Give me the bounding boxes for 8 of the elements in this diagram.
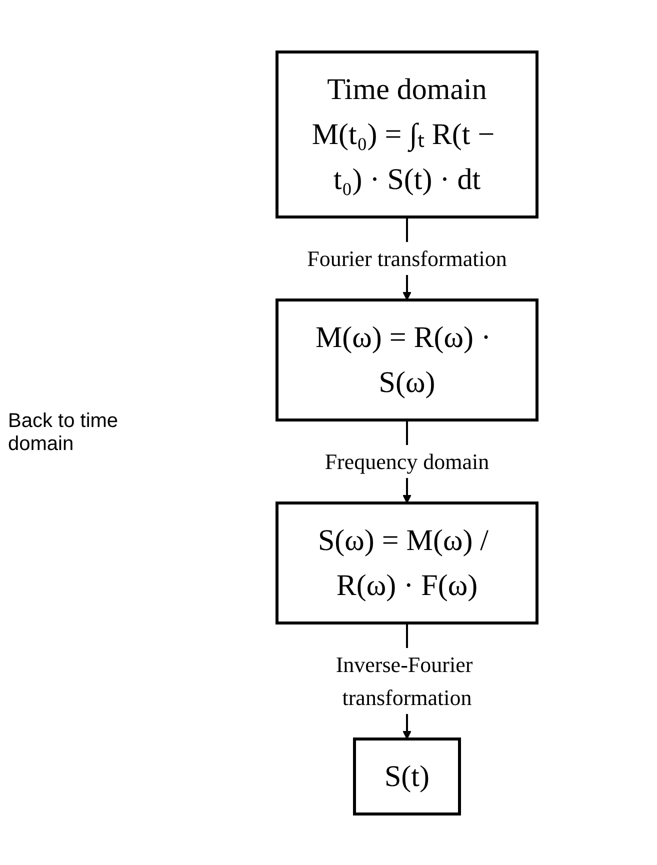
edge-label: Inverse-Fourier transformation (335, 652, 472, 710)
note-text: Back to time domain (8, 410, 120, 456)
edge-label: Frequency domain (324, 448, 489, 474)
node-box: S(t) (352, 737, 460, 815)
node-box: M(ω) = R(ω) · S(ω) (275, 298, 538, 421)
node-box: S(ω) = M(ω) / R(ω) · F(ω) (275, 501, 538, 624)
edge-label: Fourier transformation (306, 246, 506, 270)
node-box: Time domain M(t₀) = ∫ₜ R(t − t₀) · S(t) · dt (275, 50, 538, 218)
